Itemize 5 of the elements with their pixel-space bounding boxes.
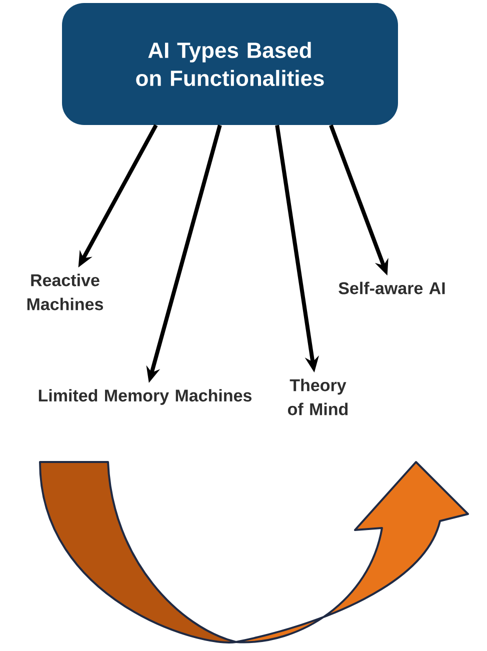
type-label: Limited Memory Machines [38,389,252,405]
type-label: Self-aware AI [338,282,445,294]
type-label: Theory of Mind [288,378,348,416]
type-label: Reactive Machines [27,274,104,310]
title-box: AI Types Based on Functionalities [62,3,398,125]
